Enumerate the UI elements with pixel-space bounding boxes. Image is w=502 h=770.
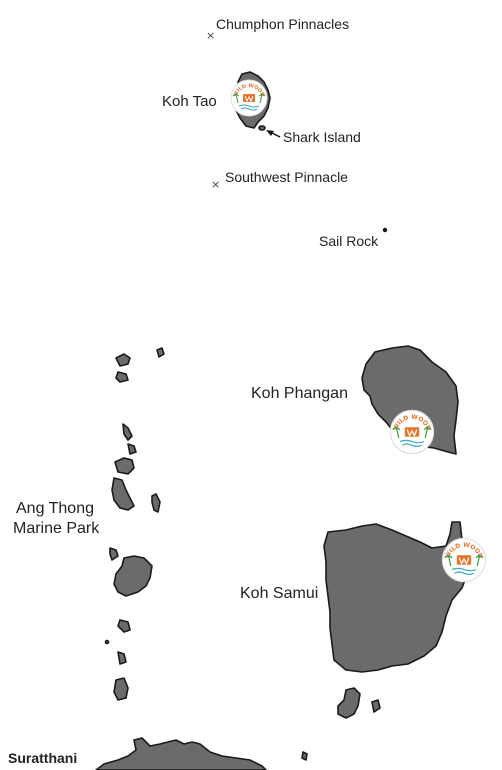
wild-wood-logo[interactable]: WILD WOOD — [230, 79, 268, 117]
koh-tao-label: Koh Tao — [162, 93, 217, 110]
southwest-pinnacle-label: Southwest Pinnacle — [225, 169, 348, 185]
samui-south-islet-1 — [337, 687, 361, 719]
koh-phangan-island[interactable] — [361, 345, 459, 455]
samui-south-islet-2 — [371, 699, 381, 713]
shark-island-label: Shark Island — [283, 129, 361, 145]
ang-thong-islands[interactable] — [104, 347, 165, 701]
sail-rock-label: Sail Rock — [319, 233, 379, 249]
sail-rock-marker[interactable] — [382, 227, 388, 233]
mainland-islet — [301, 751, 308, 761]
wild-wood-logo[interactable]: WILD WOOD — [441, 537, 487, 583]
chumphon-pinnacles-marker[interactable]: × — [206, 29, 215, 42]
svg-text:×: × — [206, 29, 215, 42]
suratthani-label: Suratthani — [8, 750, 77, 766]
mainland-coast — [95, 737, 267, 770]
koh-samui-island[interactable] — [323, 521, 469, 673]
svg-text:×: × — [211, 178, 220, 191]
ang-thong-label-line2: Marine Park — [13, 520, 100, 537]
southwest-pinnacle-marker[interactable]: × — [211, 178, 220, 191]
ang-thong-label-line1: Ang Thong — [16, 500, 94, 517]
shark-island-arrow — [266, 130, 281, 138]
chumphon-pinnacles-label: Chumphon Pinnacles — [216, 16, 349, 32]
shark-island-shape — [258, 125, 266, 131]
koh-samui-label: Koh Samui — [240, 585, 318, 602]
koh-phangan-label: Koh Phangan — [251, 385, 348, 402]
wild-wood-logo[interactable]: WILD WOOD — [389, 409, 435, 455]
